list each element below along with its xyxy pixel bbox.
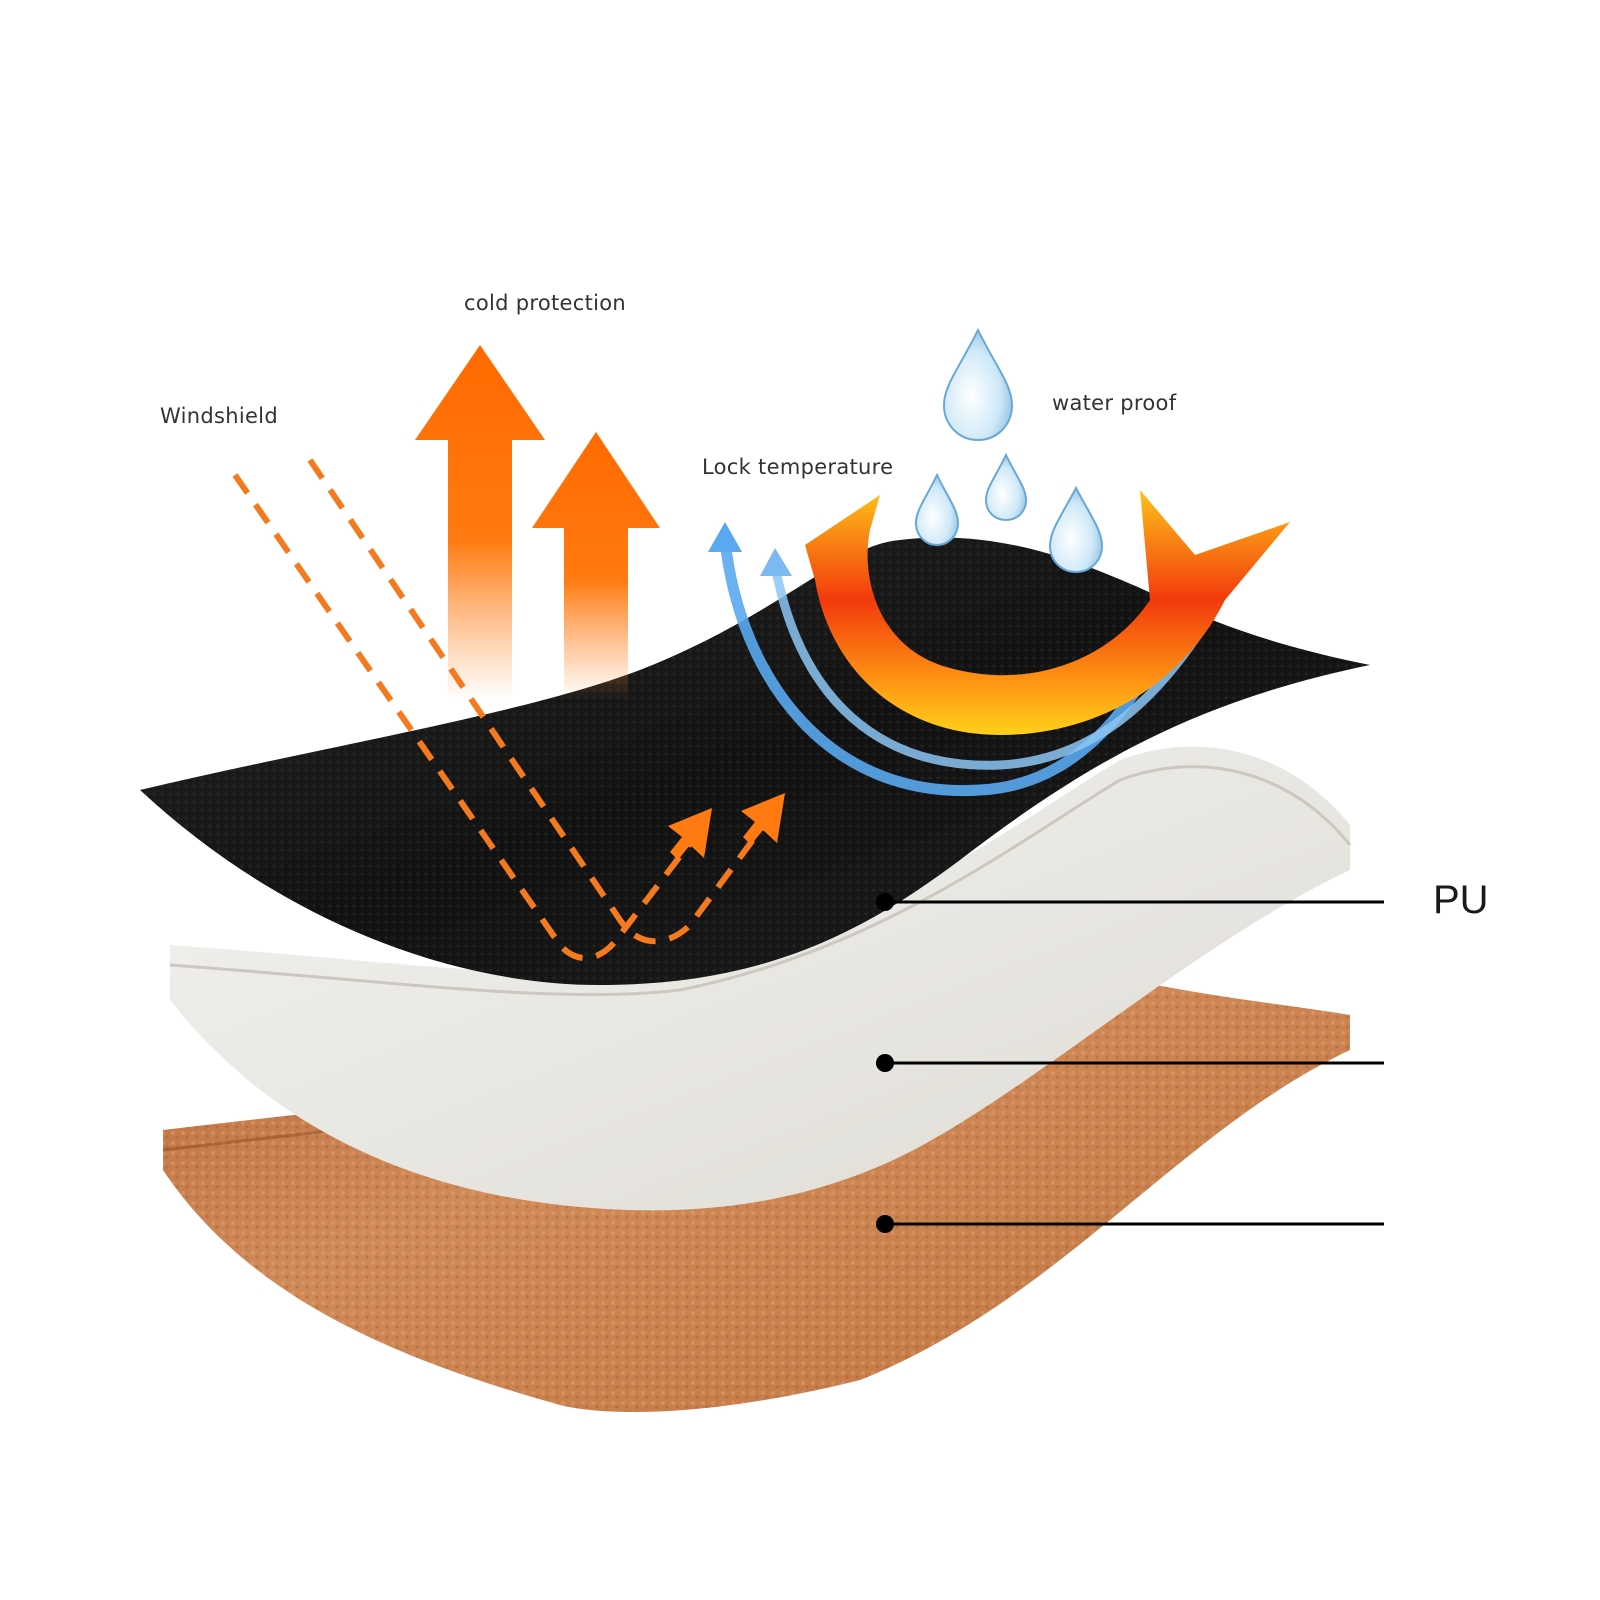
water-drop-icon xyxy=(1048,485,1104,574)
label-windshield: Windshield xyxy=(160,404,278,428)
water-drop-icon xyxy=(942,327,1014,442)
label-pu: PU xyxy=(1433,878,1489,922)
callout-bottom xyxy=(876,1215,1384,1233)
small-arrowhead-icon xyxy=(668,793,785,860)
label-cold-protection: cold protection xyxy=(464,291,627,315)
middle-layer xyxy=(169,746,1352,1211)
windshield-dashed-lines xyxy=(232,458,778,962)
up-arrow-icon xyxy=(532,432,660,700)
label-water-proof: water proof xyxy=(1052,391,1177,415)
callout-middle xyxy=(876,1054,1384,1072)
callout-pu xyxy=(876,893,1384,911)
water-drop-icon xyxy=(984,452,1028,522)
water-drop-icon xyxy=(914,472,960,547)
curved-heat-arrow-icon xyxy=(805,490,1290,735)
up-arrow-icon xyxy=(415,345,545,700)
label-lock-temperature: Lock temperature xyxy=(702,455,894,479)
top-layer xyxy=(140,537,1370,985)
